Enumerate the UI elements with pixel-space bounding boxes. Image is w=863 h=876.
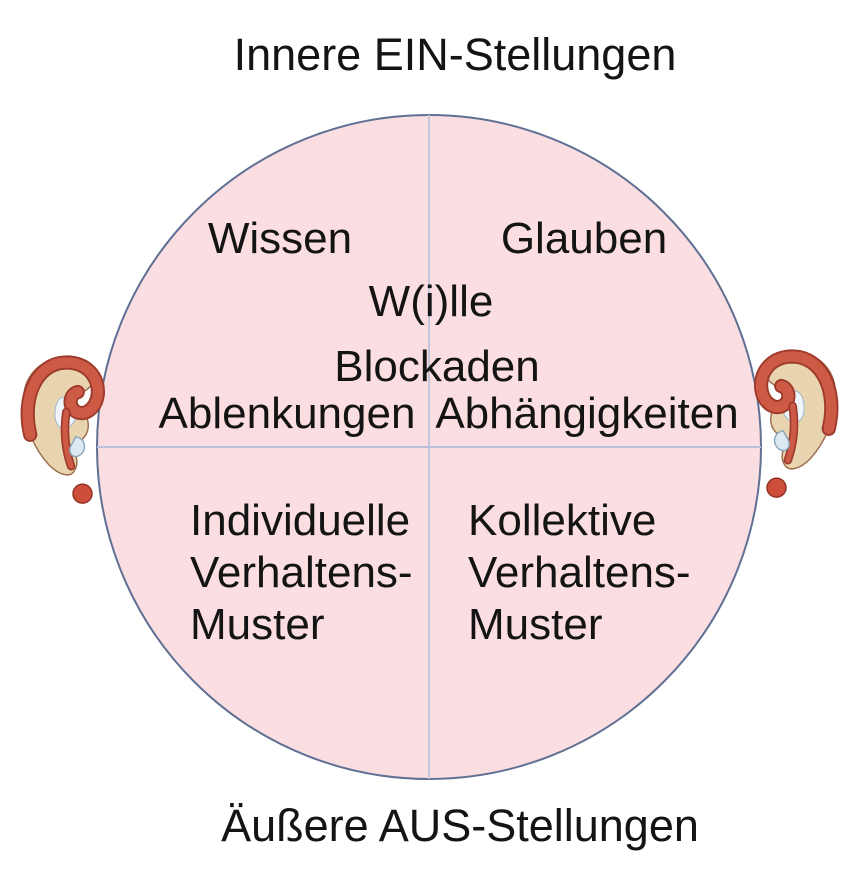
quadrant-top-right-label: Glauben	[500, 214, 668, 263]
middle-left-label: Ablenkungen	[158, 389, 416, 438]
bottom-right-line-1: Kollektive	[468, 496, 657, 545]
bottom-title: Äußere AUS-Stellungen	[221, 800, 699, 851]
left-ear-question-mark-icon	[24, 360, 98, 504]
top-title: Innere EIN-Stellungen	[233, 29, 677, 80]
bottom-left-line-3: Muster	[190, 600, 325, 649]
bottom-left-line-1: Individuelle	[190, 496, 411, 545]
center-wille-label: W(i)lle	[368, 277, 494, 326]
middle-right-label: Abhängigkeiten	[435, 389, 739, 438]
bottom-right-line-3: Muster	[468, 600, 603, 649]
bottom-right-line-2: Verhaltens-	[468, 548, 691, 597]
bottom-left-line-2: Verhaltens-	[190, 548, 413, 597]
center-blockaden-label: Blockaden	[334, 342, 540, 391]
quadrant-top-left-label: Wissen	[207, 214, 353, 263]
quadrant-bottom-left-label: Individuelle Verhaltens- Muster	[190, 495, 413, 651]
right-ear-question-mark-icon	[761, 354, 835, 498]
quadrant-bottom-right-label: Kollektive Verhaltens- Muster	[468, 495, 691, 651]
